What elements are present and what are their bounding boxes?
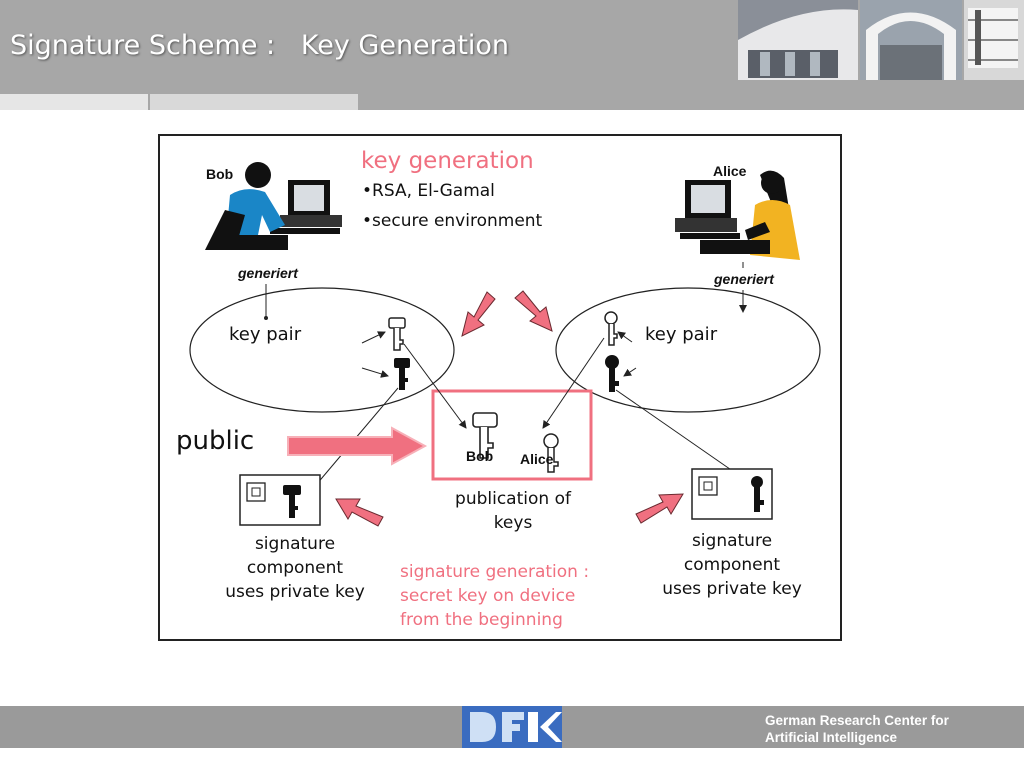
publication-line-2: keys — [493, 513, 533, 533]
key-generation-arrow-right — [514, 290, 553, 332]
key-generation-title: key generation — [361, 148, 534, 174]
bullet-rsa-text: RSA, El-Gamal — [372, 181, 495, 201]
left-key-pair-label: key pair — [229, 324, 302, 345]
right-private-key-icon — [751, 476, 764, 512]
sig-generation-line-3: from the beginning — [400, 610, 563, 630]
left-private-key-icon — [283, 485, 301, 518]
bullet-secure-text: secure environment — [372, 211, 543, 231]
public-arrow-icon — [287, 426, 428, 466]
key-generation-arrow-left — [461, 291, 496, 337]
alice-name-label: Alice — [713, 163, 747, 179]
publication-line-1: publication of — [455, 489, 571, 509]
dfki-logo — [462, 706, 562, 748]
left-sig-caption: signature component uses private key — [205, 532, 385, 604]
alice-private-key-icon — [605, 355, 619, 392]
alice-key-pair-ellipse — [555, 287, 821, 413]
right-sig-line-2: component — [683, 555, 781, 575]
footer-organization: German Research Center for Artificial In… — [765, 712, 1005, 746]
sig-generation-line-1: signature generation : — [400, 562, 590, 582]
left-sig-line-1: signature — [254, 534, 336, 554]
sig-generation-line-2: secret key on device — [400, 586, 576, 606]
footer-line-1: German Research Center for — [765, 713, 949, 728]
footer-line-2: Artificial Intelligence — [765, 730, 898, 745]
alice-generiert-label: generiert — [714, 271, 774, 287]
bullet-secure: •secure environment — [362, 211, 543, 231]
left-sig-line-2: component — [246, 558, 344, 578]
alice-public-key-icon — [604, 311, 618, 346]
header-tab-left — [0, 94, 148, 110]
public-label: public — [176, 426, 255, 456]
bob-computer-icon — [205, 162, 342, 250]
left-chip-icon — [246, 482, 266, 502]
right-sig-line-3: uses private key — [662, 579, 802, 599]
pub-box-bob-label: Bob — [466, 448, 494, 464]
sig-arrow-right — [635, 493, 684, 524]
publication-caption: publication of keys — [432, 487, 594, 535]
left-sig-line-3: uses private key — [225, 582, 365, 602]
alice-computer-icon — [675, 170, 800, 260]
bob-private-key-icon — [394, 358, 410, 390]
bullet-rsa: •RSA, El-Gamal — [362, 181, 495, 201]
published-alice-key-icon — [543, 433, 559, 473]
slide-title: Signature Scheme : Key Generation — [10, 30, 510, 61]
right-chip-icon — [698, 476, 718, 496]
right-key-pair-label: key pair — [645, 324, 718, 345]
bob-name-label: Bob — [206, 166, 234, 182]
sig-arrow-left — [335, 498, 384, 527]
bob-generiert-label: generiert — [238, 265, 298, 281]
published-bob-key-icon — [472, 412, 498, 459]
dfki-logo-icon — [462, 706, 562, 748]
pub-box-alice-label: Alice — [520, 451, 554, 467]
right-sig-caption: signature component uses private key — [642, 529, 822, 601]
bob-public-key-icon — [388, 317, 406, 351]
sig-generation-note: signature generation : secret key on dev… — [400, 560, 589, 632]
right-sig-line-1: signature — [691, 531, 773, 551]
header-tab-middle — [150, 94, 358, 110]
publication-box — [431, 389, 593, 481]
header-building-photos — [738, 0, 1024, 80]
bob-key-pair-ellipse — [189, 287, 455, 413]
